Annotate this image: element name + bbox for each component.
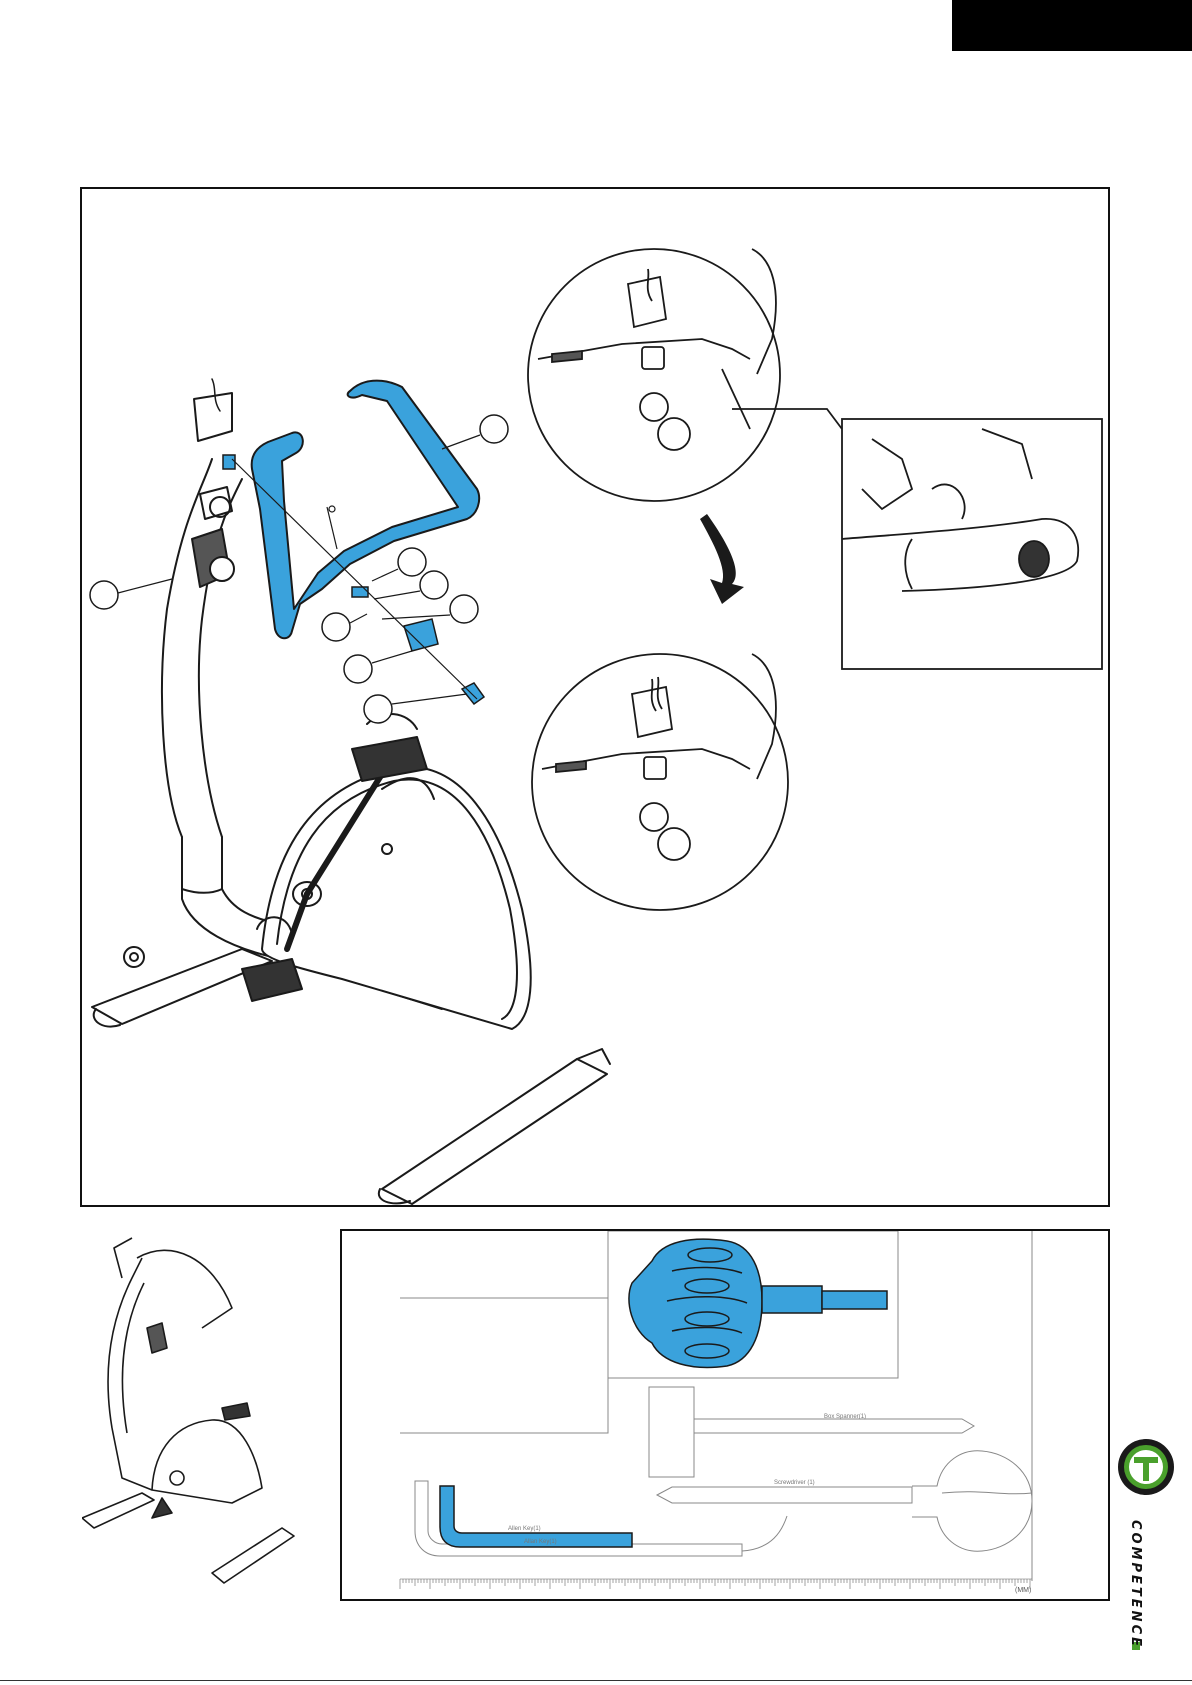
handlebar-highlight <box>252 381 479 639</box>
header-black-tab <box>952 0 1192 51</box>
detail-circle-bottom <box>532 654 788 910</box>
allen-key-highlight <box>440 1486 632 1547</box>
front-stabilizer <box>92 949 610 1204</box>
assembly-diagram <box>82 189 1108 1205</box>
overview-bike <box>82 1228 332 1608</box>
ruler-unit: (MM) <box>1015 1587 1031 1594</box>
box-spanner-label: Box Spanner(1) <box>824 1414 866 1420</box>
tools-diagram <box>342 1231 1108 1599</box>
screwdriver-label: Screwdriver (1) <box>774 1480 815 1486</box>
brand-name: COMPETENCE <box>1123 1520 1143 1650</box>
detail-inset-box <box>732 409 1102 669</box>
assembly-diagram-frame <box>80 187 1110 1207</box>
tools-frame: Box Spanner(1) Screwdriver (1) Allen Key… <box>340 1229 1110 1601</box>
allen-key-label: Allen Key(1) <box>508 1526 541 1532</box>
footer-rule <box>0 1680 1192 1681</box>
allan-key-label: Allan Key(1) <box>524 1539 557 1545</box>
knob-highlight <box>629 1239 887 1367</box>
flow-arrow <box>700 514 744 604</box>
detail-circle-top <box>528 249 780 501</box>
